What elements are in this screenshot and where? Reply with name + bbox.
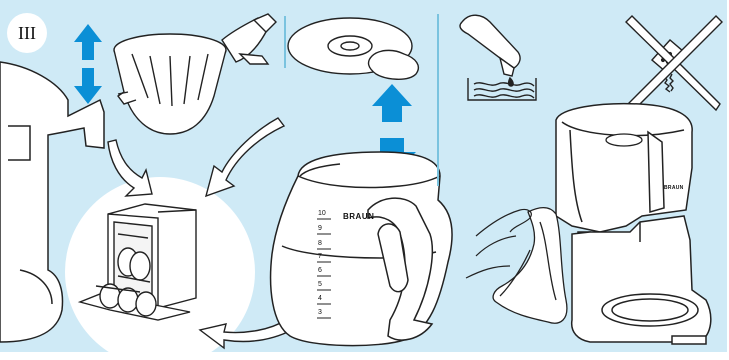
scale-9: 9 [318, 225, 322, 232]
up-down-arrow-icon [74, 24, 102, 104]
machine-brand-label: BRAUN [664, 185, 684, 191]
divider-line [437, 14, 439, 186]
divider-line [284, 16, 286, 68]
scale-6: 6 [318, 267, 322, 274]
no-abrasive-icon [626, 16, 722, 110]
scale-7: 7 [318, 253, 322, 260]
lid-icon [288, 18, 418, 79]
scale-4: 4 [318, 295, 322, 302]
scale-5: 5 [318, 281, 322, 288]
carafe-brand-label: BRAUN [343, 212, 374, 221]
cloth-icon [493, 208, 567, 323]
scale-8: 8 [318, 240, 322, 247]
scale-3: 3 [318, 309, 322, 316]
descaler-bottle-icon [460, 15, 536, 100]
scale-10: 10 [318, 210, 326, 217]
filter-basket-icon [114, 14, 276, 134]
step-badge: III [7, 13, 47, 53]
coffee-maker-top-knob [606, 134, 642, 146]
carafe-icon [271, 152, 452, 346]
step-label: III [18, 23, 36, 44]
